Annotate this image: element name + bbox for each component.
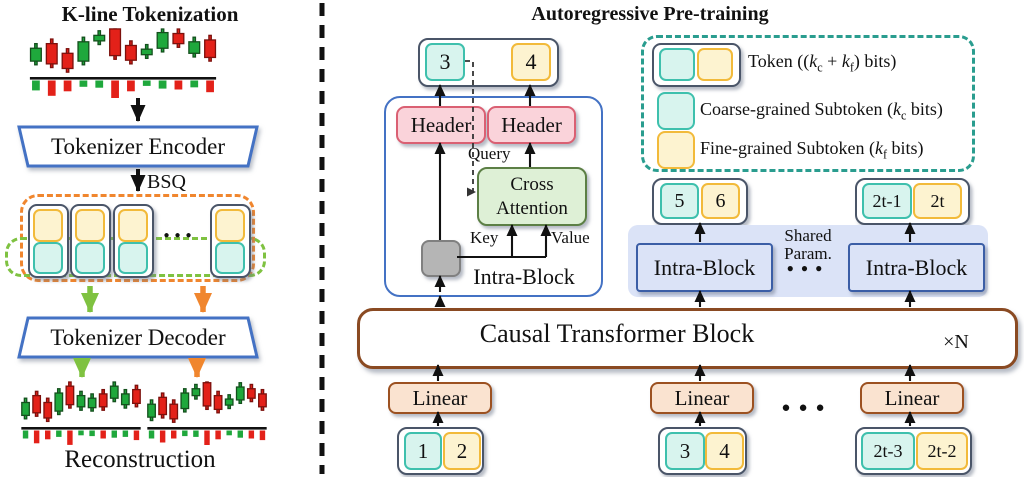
- legend-token-label: Token ((kc + kf) bits): [748, 51, 896, 76]
- value-label: Value: [551, 228, 590, 247]
- legend-var: k: [841, 51, 850, 71]
- legend-fine-label: Fine-grained Subtoken (kf bits): [700, 138, 924, 163]
- header-block-2: Header: [487, 106, 576, 144]
- fine-subtoken: [697, 48, 733, 81]
- legend-var: k: [892, 99, 901, 119]
- legend-sub: c: [900, 108, 907, 123]
- kline-chart-reconstruction-1: [21, 381, 141, 445]
- bsq-label: BSQ: [147, 171, 186, 193]
- coarse-subtoken: [33, 242, 63, 274]
- causal-transformer-label: Causal Transformer Block: [479, 319, 755, 348]
- right-panel-title: Autoregressive Pre-training: [531, 3, 769, 25]
- coarse-subtoken: 2t-3: [861, 432, 915, 470]
- coarse-subtoken: 1: [404, 432, 442, 470]
- input-token-pair: 2t-3 2t-2: [855, 427, 972, 475]
- output-token-pair: 3 4: [418, 38, 559, 87]
- hidden-state-block: [421, 240, 461, 277]
- fine-subtoken: [215, 209, 245, 242]
- fine-subtoken: 6: [701, 183, 740, 219]
- legend-text: ) bits): [853, 51, 897, 71]
- xn-label: ×N: [943, 331, 969, 353]
- decoder-label: Tokenizer Decoder: [50, 324, 226, 350]
- fine-subtoken: 4: [511, 43, 551, 81]
- legend-var: k: [874, 138, 883, 158]
- linear-ellipsis: ●●●: [781, 400, 833, 416]
- legend-sub: c: [817, 60, 823, 75]
- token-pair: [113, 204, 154, 278]
- shared-param-line2: Param.: [784, 244, 832, 263]
- legend-text: bits): [887, 138, 924, 158]
- coarse-subtoken: 3: [665, 432, 705, 470]
- legend-text: Fine-grained Subtoken (: [700, 138, 875, 158]
- shared-param-line1: Shared: [784, 226, 832, 245]
- linear-layer-1: Linear: [388, 382, 492, 414]
- coarse-subtoken: [75, 242, 105, 274]
- coarse-subtoken: [118, 242, 148, 274]
- legend-coarse-swatch: [657, 92, 695, 130]
- kline-chart-original: [29, 28, 217, 98]
- legend-text: +: [822, 51, 842, 71]
- intra-block-2: Intra-Block: [848, 243, 985, 292]
- mid-token-pair: 5 6: [652, 178, 748, 225]
- fine-subtoken: 2t-2: [916, 432, 968, 470]
- legend-coarse-label: Coarse-grained Subtoken (kc bits): [700, 99, 943, 124]
- input-token-pair: 3 4: [658, 427, 747, 475]
- legend-sub: f: [882, 147, 888, 162]
- mid-token-pair: 2t-1 2t: [855, 178, 970, 225]
- key-label: Key: [470, 228, 499, 247]
- token-pair: [70, 204, 111, 278]
- intra-block-1: Intra-Block: [636, 243, 773, 292]
- encoder-trapezoid-shape: [17, 125, 259, 168]
- linear-layer-2: Linear: [650, 382, 754, 414]
- encoder-label: Tokenizer Encoder: [51, 133, 225, 159]
- coarse-subtoken: [215, 242, 245, 274]
- coarse-subtoken: 5: [660, 183, 699, 219]
- coarse-subtoken: 3: [425, 43, 465, 81]
- token-ellipsis: ●●●: [163, 230, 197, 241]
- cross-attention-block: Cross Attention: [477, 167, 587, 226]
- fine-subtoken: 2: [443, 432, 481, 470]
- legend-var: k: [809, 51, 818, 71]
- linear-layer-3: Linear: [860, 382, 964, 414]
- legend-box: [641, 35, 975, 172]
- shared-param-dots: ●●●: [786, 261, 830, 275]
- token-pair: [210, 204, 251, 278]
- fine-subtoken: [118, 209, 148, 242]
- reconstruction-label: Reconstruction: [64, 446, 216, 473]
- tokenizer-encoder: Tokenizer Encoder: [17, 125, 259, 168]
- legend-text: Coarse-grained Subtoken (: [700, 99, 893, 119]
- legend-text: bits): [906, 99, 943, 119]
- decoder-trapezoid-shape: [17, 316, 259, 359]
- header-block-1: Header: [396, 106, 486, 144]
- coarse-subtoken: 2t-1: [862, 183, 912, 219]
- fine-subtoken: [33, 209, 63, 242]
- legend-text: Token ((: [748, 51, 810, 71]
- coarse-subtoken: [659, 48, 695, 81]
- token-pair: [28, 204, 69, 278]
- fine-subtoken: 2t: [913, 183, 962, 219]
- legend-token-pair: [652, 43, 741, 87]
- legend-sub: f: [849, 60, 854, 75]
- intra-block-label: Intra-Block: [473, 264, 575, 289]
- input-token-pair: 1 2: [397, 427, 484, 475]
- tokenizer-decoder: Tokenizer Decoder: [17, 316, 259, 359]
- left-panel-title: K-line Tokenization: [61, 2, 239, 26]
- query-label: Query: [468, 144, 511, 163]
- fine-subtoken: [75, 209, 105, 242]
- causal-transformer-block: [357, 308, 1018, 369]
- fine-subtoken: 4: [705, 432, 744, 470]
- kline-chart-reconstruction-2: [147, 381, 267, 445]
- legend-fine-swatch: [657, 131, 695, 169]
